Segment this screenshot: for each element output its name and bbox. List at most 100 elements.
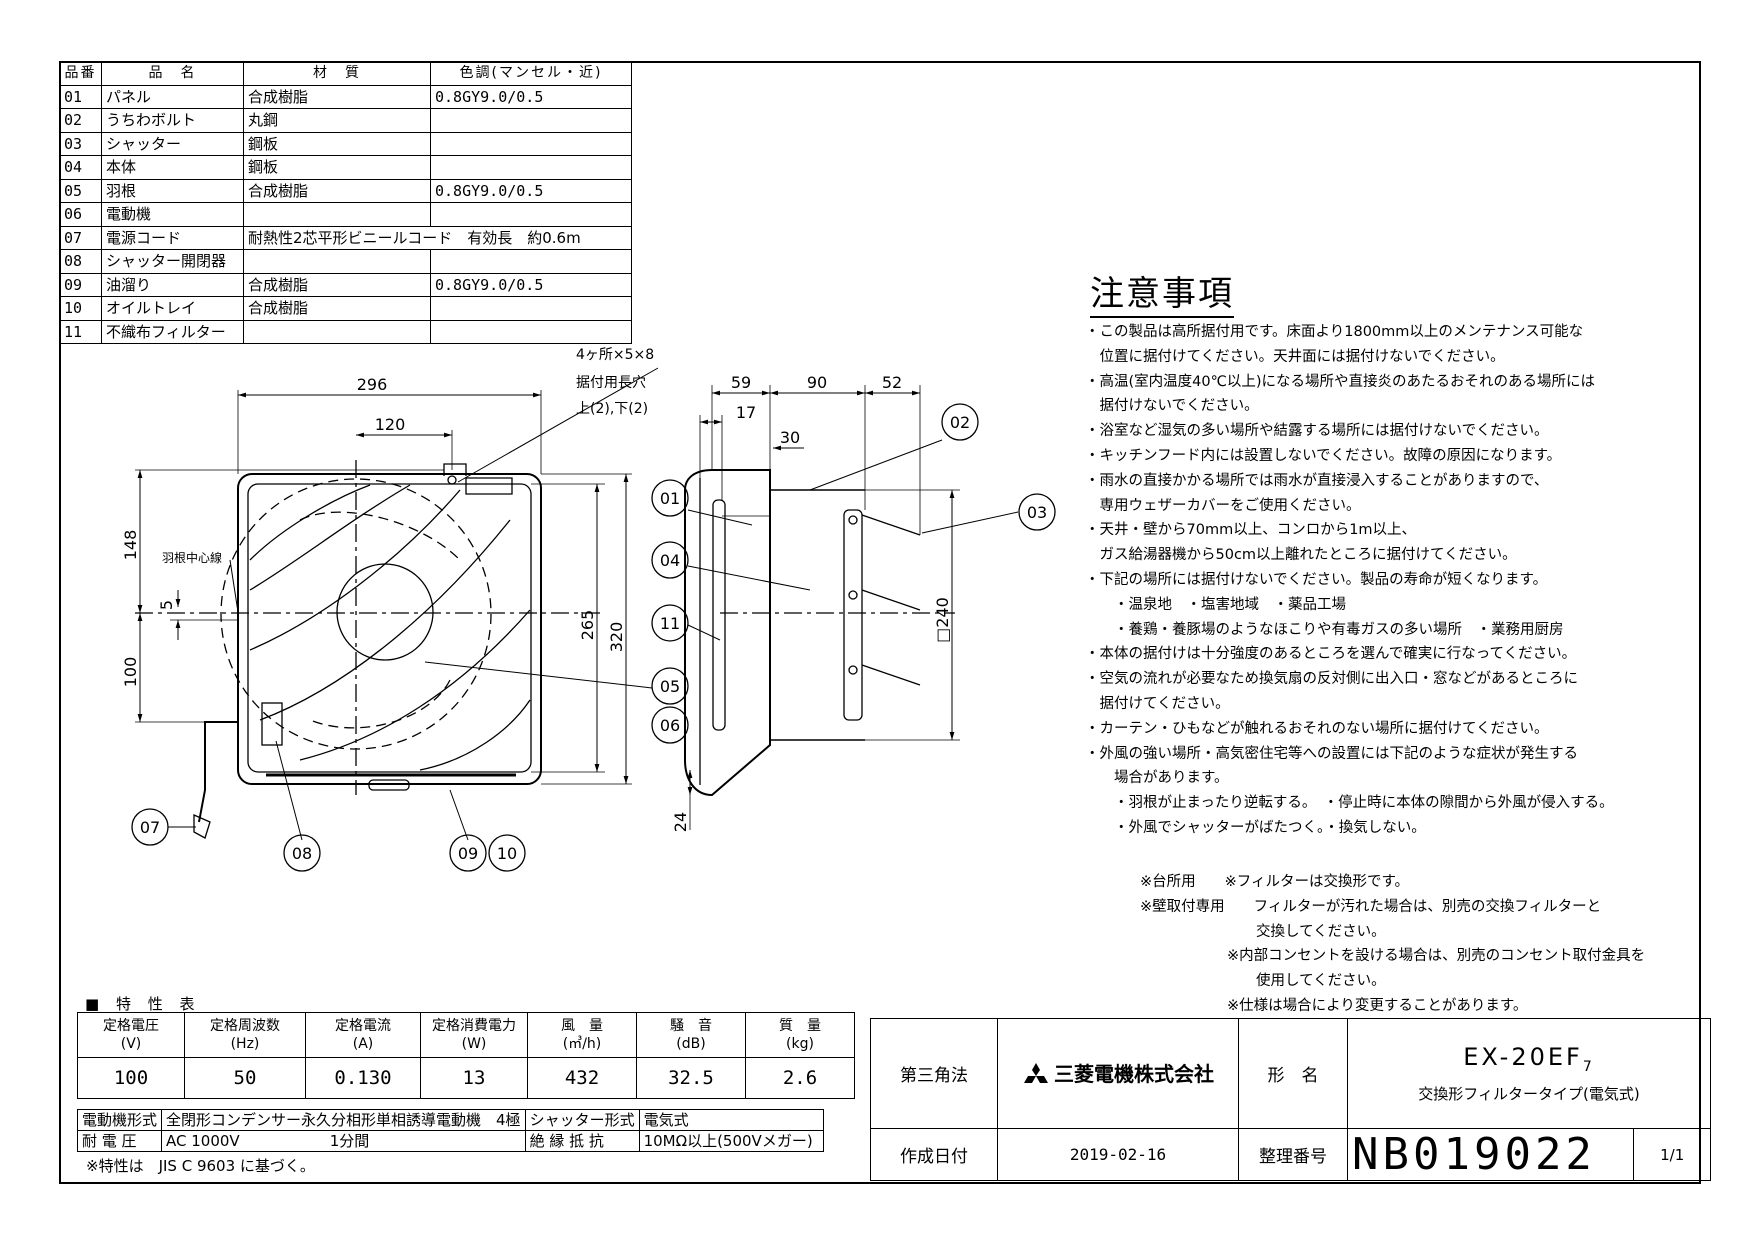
spec-table: 定格電圧(V)定格周波数(Hz)定格電流(A)定格消費電力(W)風 量(㎥/h)… xyxy=(77,1012,855,1099)
dim-height-100: 100 xyxy=(121,657,140,688)
spec-header: 風 量 (㎥/h) xyxy=(527,1012,637,1058)
spec-value: 2.6 xyxy=(745,1057,855,1099)
part-material: 耐熱性2芯平形ビニールコード 有効長 約0.6m xyxy=(243,225,632,250)
caution-line: 据付けてください。 xyxy=(1085,695,1230,712)
shutter-type-value: 電気式 xyxy=(638,1109,824,1131)
part-color: 0.8GY9.0/0.5 xyxy=(430,178,632,203)
caution-line: ・高温(室内温度40℃以上)になる場所や直接炎のあたるおそれのある場所には xyxy=(1085,373,1596,390)
dim-offset-120: 120 xyxy=(375,415,406,434)
spec-header-line: 風 量 xyxy=(561,1018,603,1034)
part-material: 丸鋼 xyxy=(243,108,431,133)
caution-title: 注意事項 xyxy=(1090,272,1234,318)
part-name: 不織布フィルター xyxy=(101,319,244,344)
caution-line: 位置に据付けてください。天井面には据付けないでください。 xyxy=(1085,348,1505,365)
drawing-frame xyxy=(59,61,1701,1184)
caution-line: ・雨水の直接かかる場所では雨水が直接浸入することがありますので、 xyxy=(1085,472,1549,489)
company-cell: 三菱電機株式会社 xyxy=(997,1018,1239,1129)
dim-depth-90: 90 xyxy=(807,373,827,392)
header-part-name: 品 名 xyxy=(101,61,244,86)
insulation-label: 絶 縁 抵 抗 xyxy=(524,1130,640,1152)
dim-offset-5: 5 xyxy=(157,600,176,610)
caution-notes: 注意事項 ・この製品は高所据付用です。床面より1800mm以上のメンテナンス可能… xyxy=(1085,272,1614,841)
part-color xyxy=(430,296,632,321)
tag-09: 09 xyxy=(458,844,478,863)
caution-line: ガス給湯器機から50cm以上離れたところに据付けてください。 xyxy=(1085,547,1517,564)
spec-header-line: 定格消費電力 xyxy=(432,1018,516,1034)
dim-square-240: □240 xyxy=(933,597,952,643)
caution-line: 据付けないでください。 xyxy=(1085,398,1259,415)
dim-height-148: 148 xyxy=(121,530,140,561)
withstand-voltage-time: 1分間 xyxy=(329,1131,370,1150)
part-name: 電源コード xyxy=(101,225,244,250)
title-block: 第三角法 三菱電機株式会社 形 名 EX-20EF7 交換形フィルタータイプ(電… xyxy=(870,1018,1711,1181)
part-no: 08 xyxy=(59,249,102,274)
header-part-no: 品番 xyxy=(59,61,102,86)
usage-line: 使用してください。 xyxy=(1140,973,1386,990)
tag-01: 01 xyxy=(660,489,680,508)
spec-value: 100 xyxy=(77,1057,185,1099)
part-material xyxy=(243,319,431,344)
spec-value: 50 xyxy=(184,1057,306,1099)
tag-04: 04 xyxy=(660,551,680,570)
part-name: シャッター開閉器 xyxy=(101,249,244,274)
spec-header-line: 定格電圧 xyxy=(103,1018,159,1034)
spec-header-line: (㎥/h) xyxy=(562,1036,602,1052)
caution-line: ・外風でシャッターがばたつく。・換気しない。 xyxy=(1085,819,1426,836)
dim-width-296: 296 xyxy=(357,375,388,394)
tag-06: 06 xyxy=(660,716,680,735)
usage-line: ※台所用 ※フィルターは交換形です。 xyxy=(1140,874,1410,890)
caution-line: 場合があります。 xyxy=(1085,770,1229,787)
mitsubishi-logo-icon xyxy=(1024,1062,1048,1083)
usage-line: ※仕様は場合により変更することがあります。 xyxy=(1140,997,1528,1014)
model-number: EX-20EF xyxy=(1463,1043,1583,1072)
withstand-voltage-label: 耐 電 圧 xyxy=(76,1130,163,1152)
spec-header-line: (W) xyxy=(461,1036,487,1052)
caution-line: ・空気の流れが必要なため換気扇の反対側に出入口・窓などがあるところに xyxy=(1085,671,1578,688)
tag-11: 11 xyxy=(660,614,680,633)
hole-label-3: 上(2),下(2) xyxy=(576,401,648,417)
front-view xyxy=(131,367,659,872)
part-material xyxy=(243,249,431,274)
model-suffix: 7 xyxy=(1582,1058,1595,1075)
dim-depth-17: 17 xyxy=(736,403,756,422)
withstand-voltage-cell: AC 1000V 1分間 xyxy=(161,1130,526,1152)
page-number: 1/1 xyxy=(1633,1128,1711,1181)
withstand-voltage-value: AC 1000V xyxy=(166,1131,240,1150)
usage-line: 交換してください。 xyxy=(1140,923,1386,940)
header-color: 色調(マンセル・近) xyxy=(430,61,632,86)
caution-line: ・この製品は高所据付用です。床面より1800mm以上のメンテナンス可能な xyxy=(1085,324,1584,340)
dim-depth-52: 52 xyxy=(882,373,902,392)
spec-header-line: 騒 音 xyxy=(670,1018,712,1034)
spec-header-line: (Hz) xyxy=(230,1036,260,1052)
part-color xyxy=(430,319,632,344)
shutter-type-label: シャッター形式 xyxy=(524,1109,640,1131)
tag-07: 07 xyxy=(140,818,160,837)
part-name: 油溜り xyxy=(101,272,244,297)
part-color xyxy=(430,249,632,274)
dim-depth-59: 59 xyxy=(731,373,751,392)
model-description: 交換形フィルタータイプ(電気式) xyxy=(1418,1084,1640,1103)
spec-header-line: 定格周波数 xyxy=(210,1018,280,1034)
date-label: 作成日付 xyxy=(870,1128,998,1181)
part-name: 本体 xyxy=(101,155,244,180)
usage-line: ※壁取付専用 フィルターが汚れた場合は、別売の交換フィルターと xyxy=(1140,898,1602,915)
caution-line: ・外風の強い場所・高気密住宅等への設置には下記のような症状が発生する xyxy=(1085,745,1578,762)
dim-height-320: 320 xyxy=(607,622,626,653)
spec-header-line: (kg) xyxy=(786,1036,814,1052)
side-view xyxy=(651,385,1056,830)
spec-header: 定格消費電力 (W) xyxy=(420,1012,528,1058)
spec-value: 32.5 xyxy=(636,1057,746,1099)
part-material: 合成樹脂 xyxy=(243,272,431,297)
usage-notes: ※台所用 ※フィルターは交換形です。 ※壁取付専用 フィルターが汚れた場合は、別売… xyxy=(1140,870,1645,1019)
spec-header-line: (A) xyxy=(352,1036,374,1052)
spec-header-line: 質 量 xyxy=(779,1018,821,1034)
tag-02: 02 xyxy=(950,413,970,432)
part-color xyxy=(430,155,632,180)
part-color: 0.8GY9.0/0.5 xyxy=(430,84,632,109)
caution-line: ・羽根が止まったり逆転する。 ・停止時に本体の隙間から外風が侵入する。 xyxy=(1085,795,1614,812)
part-no: 11 xyxy=(59,319,102,344)
